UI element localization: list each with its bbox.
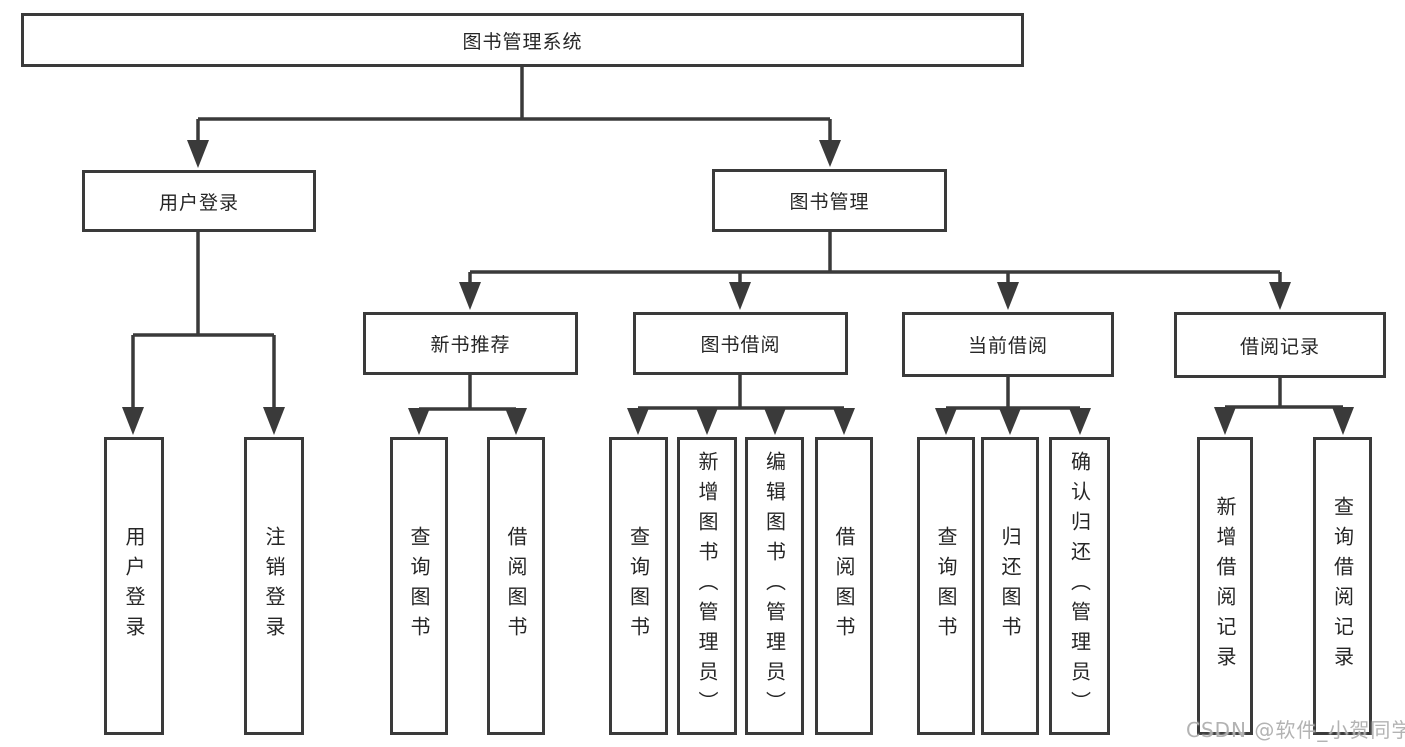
node-label: 查询图书 (626, 526, 651, 646)
node-label: 新增图书（管理员） (695, 451, 719, 721)
leaf-add-borrow-record: 新增借阅记录 (1197, 437, 1253, 735)
node-new-book-recommend: 新书推荐 (363, 312, 578, 375)
node-label: 图书管理 (789, 191, 870, 213)
leaf-borrow-books: 借阅图书 (815, 437, 873, 735)
leaf-borrow-books-recommend: 借阅图书 (487, 437, 545, 735)
leaf-user-login: 用户登录 (104, 437, 164, 735)
node-label: 用户登录 (122, 526, 146, 646)
leaf-return-books: 归还图书 (981, 437, 1039, 735)
node-label: 归还图书 (998, 526, 1022, 646)
node-label: 当前借阅 (967, 335, 1048, 357)
leaf-query-books-recommend: 查询图书 (390, 437, 448, 735)
node-label: 借阅记录 (1239, 335, 1320, 358)
node-label: 借阅图书 (832, 526, 856, 646)
node-label: 新增借阅记录 (1213, 496, 1237, 676)
node-book-borrow: 图书借阅 (633, 312, 848, 375)
node-label: 用户登录 (158, 191, 239, 214)
leaf-query-books-borrow: 查询图书 (609, 437, 668, 735)
leaf-query-borrow-record: 查询借阅记录 (1313, 437, 1372, 735)
node-book-management-system: 图书管理系统 (21, 13, 1024, 67)
node-book-management: 图书管理 (712, 169, 947, 232)
node-user-login: 用户登录 (82, 170, 316, 232)
leaf-add-books-admin: 新增图书（管理员） (677, 437, 737, 735)
node-label: 注销登录 (262, 526, 286, 646)
leaf-confirm-return-admin: 确认归还（管理员） (1049, 437, 1110, 735)
arrowhead-icons (122, 140, 1354, 435)
leaf-logout: 注销登录 (244, 437, 304, 735)
node-label: 查询借阅记录 (1330, 496, 1355, 676)
node-label: 图书管理系统 (462, 30, 583, 53)
node-label: 借阅图书 (504, 526, 528, 646)
node-label: 图书借阅 (700, 334, 781, 356)
node-label: 编辑图书（管理员） (762, 451, 787, 721)
node-label: 确认归还（管理员） (1067, 451, 1092, 721)
leaf-edit-books-admin: 编辑图书（管理员） (745, 437, 804, 735)
leaf-query-books-current: 查询图书 (917, 437, 975, 735)
node-label: 查询图书 (934, 526, 958, 646)
node-label: 新书推荐 (430, 334, 511, 356)
node-label: 查询图书 (407, 526, 431, 646)
csdn-watermark: CSDN @软件_小贺同学 (1186, 718, 1405, 742)
node-borrow-records: 借阅记录 (1174, 312, 1386, 378)
node-current-borrow: 当前借阅 (902, 312, 1114, 377)
